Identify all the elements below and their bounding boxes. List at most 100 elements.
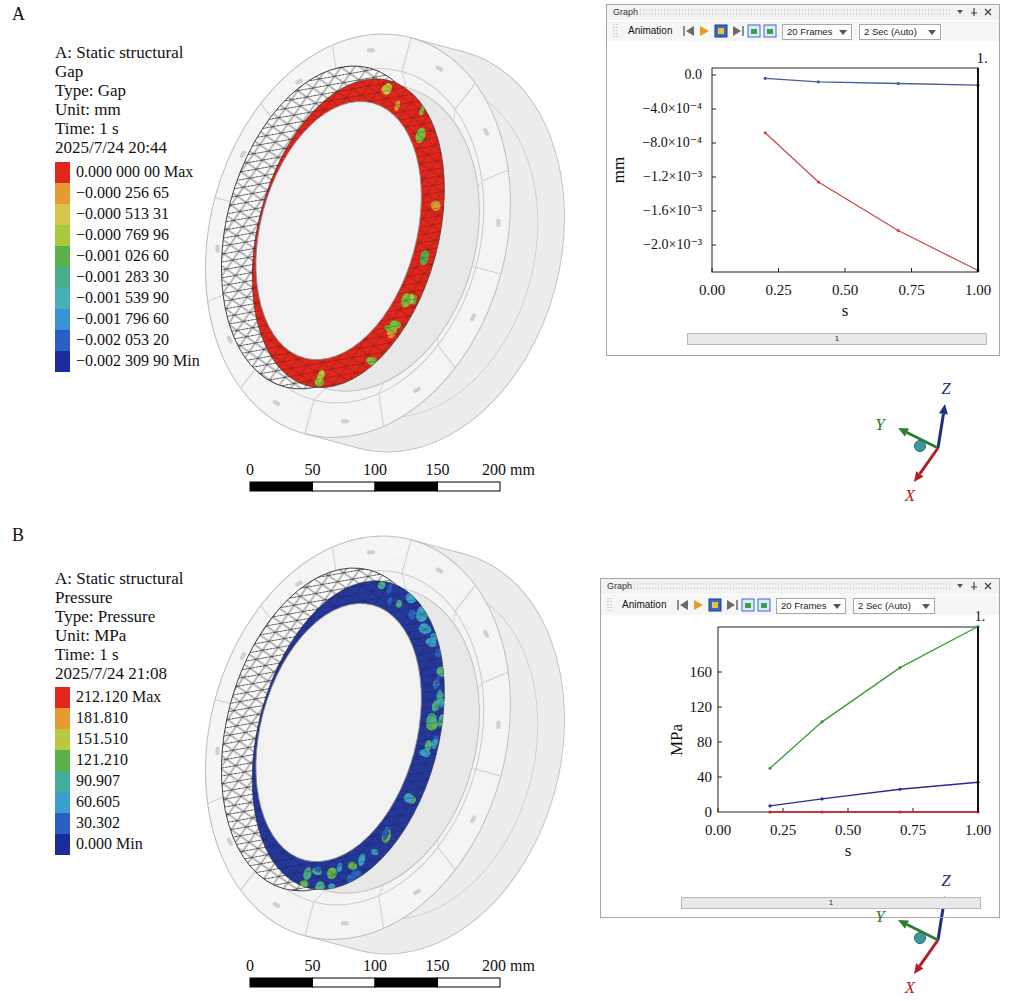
ring-bore <box>229 585 448 880</box>
dropdown-arrow <box>922 604 930 610</box>
housing-front <box>162 501 554 974</box>
axis-tick: 0.00 <box>705 823 731 838</box>
panel-letter: A <box>12 5 25 23</box>
time-marker: 1. <box>975 610 986 624</box>
axis-letter: Z <box>941 872 950 889</box>
pin-icon <box>971 582 977 590</box>
data-point <box>898 666 901 669</box>
plot-frame <box>718 627 978 812</box>
axis-tick-mark <box>718 742 722 743</box>
time-cursor <box>977 68 979 272</box>
ring-bore <box>229 83 448 378</box>
axis-tick: 1.00 <box>965 283 991 298</box>
graph-window-chrome <box>600 578 1000 918</box>
window-ground <box>606 4 1000 356</box>
axis-tick: −1.2×10⁻³ <box>643 170 702 184</box>
housing-slot <box>367 550 375 554</box>
last-frame-icon <box>727 600 735 610</box>
line-chart <box>712 68 980 272</box>
time-scrollbar: 1 <box>681 897 981 909</box>
axis-tick-mark <box>712 268 713 272</box>
axis-arrow-head <box>914 963 923 974</box>
legend-value: 0.000 000 00 Max <box>76 164 193 180</box>
result-header: Time: 1 s <box>55 646 119 663</box>
housing-slot <box>482 629 489 638</box>
legend-swatch <box>55 834 70 855</box>
legend-swatch <box>55 792 70 813</box>
axis-tick-mark <box>718 707 722 708</box>
data-line <box>770 627 978 769</box>
axis-letter: X <box>905 979 915 996</box>
data-point <box>820 720 823 723</box>
scale-segment <box>375 978 438 987</box>
scale-value: 150 <box>426 958 450 974</box>
first-frame-icon <box>677 600 679 610</box>
legend-value: 121.210 <box>76 752 128 768</box>
chart-icon <box>748 25 760 37</box>
toolbar-grip <box>608 598 611 612</box>
housing-slot <box>226 837 233 846</box>
toolbar-grip <box>614 24 617 38</box>
axis-tick: 40 <box>697 770 712 785</box>
housing-rib <box>482 164 508 187</box>
stop-icon <box>718 28 724 34</box>
data-point <box>817 181 820 184</box>
axis-tick: 0.50 <box>835 823 861 838</box>
axis-arrow-shaft <box>920 448 938 474</box>
axis-title: s <box>842 302 849 319</box>
housing-rib <box>452 109 457 121</box>
housing-slot <box>367 48 375 52</box>
first-frame-icon <box>686 26 694 36</box>
housing-rib <box>402 38 411 72</box>
scale-segment <box>250 978 313 987</box>
dropdown-arrow-shape <box>833 604 841 609</box>
result-header: Type: Gap <box>55 82 126 99</box>
housing-rib <box>482 666 508 689</box>
dropdown-value: 20 Frames <box>787 27 832 37</box>
legend-value: −0.000 513 31 <box>76 206 169 222</box>
axis-arrow-head <box>939 404 948 415</box>
housing-rib <box>371 394 391 427</box>
toolbar <box>601 595 999 615</box>
axis-tick-mark <box>718 808 719 812</box>
housing-slot <box>412 888 421 895</box>
step-number: 1 <box>835 335 839 343</box>
housing-rib <box>371 896 391 929</box>
axis-tick: −2.0×10⁻³ <box>643 238 702 252</box>
axis-tick: −8.0×10⁻⁴ <box>642 136 702 150</box>
axis-tick: 0.25 <box>770 823 796 838</box>
axis-tick-mark <box>911 268 912 272</box>
toolbar-label: Animation <box>628 26 672 36</box>
chart-icon <box>751 29 757 34</box>
dropdown-arrow <box>928 30 936 36</box>
scale-value: 100 <box>363 462 387 478</box>
scale-bar <box>250 482 500 491</box>
housing-slot <box>496 721 500 729</box>
graph-window-chrome <box>606 4 1000 356</box>
legend-swatch <box>55 330 70 351</box>
axis-origin-ball <box>915 441 926 452</box>
data-point <box>897 82 900 85</box>
scale-segment <box>313 482 376 491</box>
housing-slot <box>435 65 444 72</box>
dropdown-arrow <box>833 604 841 610</box>
last-frame-icon <box>736 600 738 610</box>
legend-swatch <box>55 246 70 267</box>
housing-rib <box>472 266 476 267</box>
legend-value: 212.120 Max <box>76 689 161 705</box>
step-number: 1 <box>829 899 833 907</box>
stop-icon <box>709 599 721 611</box>
housing-slot <box>239 150 246 159</box>
axis-tick-mark <box>712 75 716 76</box>
legend-swatch <box>55 729 70 750</box>
housing-rib <box>476 267 501 274</box>
chart-icon <box>742 599 754 611</box>
dropdown-value: 2 Sec (Auto) <box>864 27 917 37</box>
axis-tick-mark <box>712 109 716 110</box>
axis-tick-mark <box>845 268 846 272</box>
legend-swatch <box>55 813 70 834</box>
result-header: Unit: mm <box>55 101 121 118</box>
housing-model <box>162 0 608 487</box>
axis-arrow-head <box>898 920 909 928</box>
axis-arrow-head <box>914 471 923 482</box>
